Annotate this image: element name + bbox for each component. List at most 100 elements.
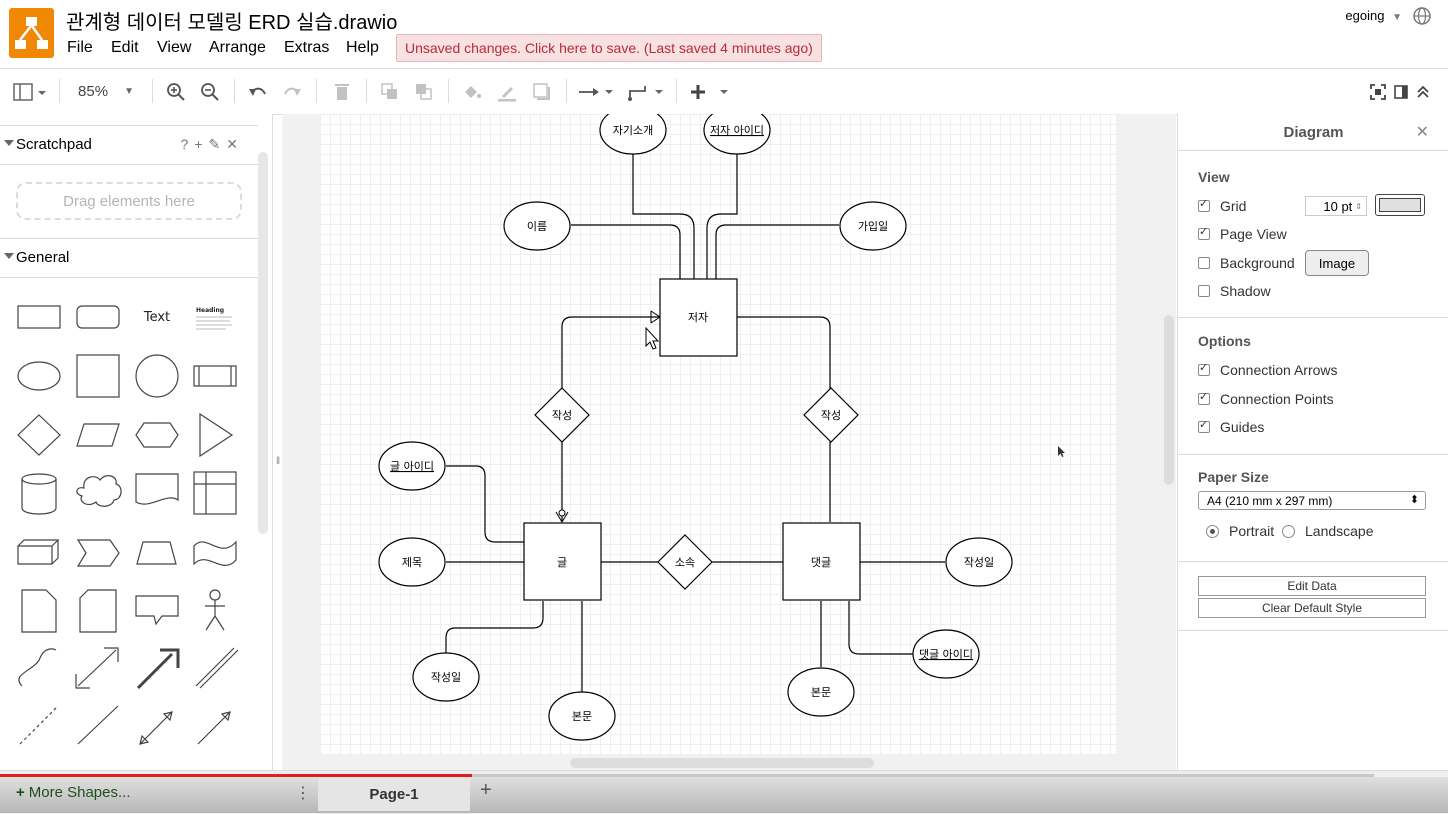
link-shape [195, 647, 239, 689]
to-front-button[interactable] [376, 69, 404, 114]
connection-style-button[interactable] [576, 69, 616, 114]
diagram-canvas[interactable]: 저자 글 댓글 작성 작성 소속 자기소개 저자 아이디 이름 가입일 글 아이… [282, 114, 1176, 770]
add-icon[interactable]: + [194, 136, 209, 152]
grid-option[interactable]: Grid [1198, 197, 1246, 214]
delete-button[interactable] [328, 69, 356, 114]
to-back-button[interactable] [410, 69, 438, 114]
waypoints-button[interactable] [626, 69, 666, 114]
paper-size-select[interactable]: A4 (210 mm x 297 mm) ⬍ [1198, 491, 1426, 510]
connection-arrows-checkbox[interactable] [1198, 361, 1210, 376]
video-progress-bar [0, 774, 472, 777]
tab-page-1[interactable]: Page-1 [318, 777, 470, 811]
general-header[interactable]: General [0, 238, 258, 278]
attribute-author-id-label: 저자 아이디 [710, 124, 764, 137]
format-toggle-button[interactable] [1390, 69, 1412, 114]
redo-button[interactable] [278, 69, 306, 114]
shapes-scrollbar[interactable] [258, 152, 268, 534]
connection-points-checkbox[interactable] [1198, 390, 1210, 405]
menu-file[interactable]: File [67, 39, 93, 56]
menu-edit[interactable]: Edit [111, 39, 139, 56]
edit-data-button[interactable]: Edit Data [1198, 576, 1426, 596]
view-heading: View [1198, 169, 1230, 185]
fullscreen-button[interactable] [1366, 69, 1390, 114]
collapse-button[interactable] [1412, 69, 1434, 114]
landscape-radio[interactable] [1282, 524, 1295, 538]
connection-points-option[interactable]: Connection Points [1198, 390, 1334, 407]
edit-icon[interactable]: ✎ [208, 136, 227, 152]
crows-foot-one-many-icon [650, 310, 661, 324]
close-icon[interactable]: ✕ [226, 136, 244, 152]
stepper-icon[interactable]: ⇕ [1355, 201, 1362, 211]
entity-author-label: 저자 [688, 311, 708, 324]
process-shape [193, 365, 237, 387]
grid-size-input[interactable]: 10 pt⇕ [1305, 196, 1367, 216]
shadow-button[interactable] [528, 69, 556, 114]
page-menu-icon[interactable]: ⋮ [295, 785, 311, 802]
zoom-in-button[interactable] [162, 69, 190, 114]
shadow-checkbox[interactable] [1198, 285, 1210, 297]
fill-color-button[interactable] [458, 69, 486, 114]
user-menu[interactable]: egoing ▼ [1345, 8, 1402, 23]
edge-name-author [571, 224, 681, 279]
attribute-joined-label: 가입일 [858, 219, 888, 233]
close-icon[interactable]: ✕ [1415, 124, 1429, 141]
guides-checkbox[interactable] [1198, 418, 1210, 433]
zoom-out-button[interactable] [196, 69, 224, 114]
menu-help[interactable]: Help [346, 39, 379, 56]
general-shapes-grid[interactable]: Text Heading [0, 288, 258, 768]
document-title[interactable]: 관계형 데이터 모델링 ERD 실습.drawio [66, 12, 398, 34]
menu-view[interactable]: View [157, 39, 192, 56]
portrait-radio[interactable] [1206, 524, 1219, 538]
format-panel-title: Diagram [1283, 124, 1344, 141]
plus-icon [691, 84, 728, 99]
globe-icon[interactable] [1412, 6, 1432, 31]
header: 관계형 데이터 모델링 ERD 실습.drawio File Edit View… [0, 0, 1448, 68]
scratchpad-header[interactable]: Scratchpad ?+✎✕ [0, 125, 258, 165]
canvas-horizontal-scrollbar[interactable] [570, 758, 874, 768]
relationship-belongs-label: 소속 [675, 556, 695, 569]
page-view-option[interactable]: Page View [1198, 225, 1287, 242]
video-overlay-shade [0, 777, 1448, 813]
grid-color-button[interactable] [1375, 194, 1425, 216]
attribute-title [378, 537, 446, 587]
image-button[interactable]: Image [1305, 250, 1369, 276]
attribute-comment-id [912, 629, 980, 679]
menu-extras[interactable]: Extras [284, 39, 330, 56]
background-checkbox[interactable] [1198, 257, 1210, 269]
splitter-handle-icon[interactable]: ‖ [276, 456, 281, 467]
unsaved-changes-banner[interactable]: Unsaved changes. Click here to save. (La… [396, 34, 822, 62]
trapezoid-shape [136, 541, 177, 565]
add-page-icon[interactable]: + [480, 779, 492, 801]
crows-foot-zero-many-icon [555, 511, 569, 523]
background-option[interactable]: Background [1198, 255, 1295, 271]
portrait-option[interactable]: Portrait [1206, 523, 1274, 539]
scratchpad-drop-zone[interactable]: Drag elements here [16, 182, 242, 220]
attribute-comment-date [945, 537, 1013, 587]
canvas-vertical-scrollbar[interactable] [1164, 315, 1174, 485]
insert-button[interactable] [688, 69, 732, 114]
undo-button[interactable] [244, 69, 272, 114]
actor-shape [205, 589, 225, 631]
entity-post-label: 글 [557, 556, 567, 569]
grid-checkbox[interactable] [1198, 197, 1210, 212]
connection-arrows-option[interactable]: Connection Arrows [1198, 361, 1338, 378]
erd-diagram[interactable]: 저자 글 댓글 작성 작성 소속 자기소개 저자 아이디 이름 가입일 글 아이… [282, 114, 1176, 770]
menu-arrange[interactable]: Arrange [209, 39, 266, 56]
guides-option[interactable]: Guides [1198, 418, 1264, 435]
pencil-icon [498, 86, 516, 101]
line-shape [77, 705, 119, 745]
attribute-comment-id-label: 댓글 아이디 [919, 648, 973, 661]
more-shapes-button[interactable]: +More Shapes... [16, 784, 131, 801]
help-icon[interactable]: ? [180, 136, 195, 152]
general-title: General [16, 249, 70, 266]
ellipse-shape [17, 361, 61, 391]
shadow-option[interactable]: Shadow [1198, 283, 1271, 299]
parallelogram-shape [76, 423, 120, 447]
landscape-option[interactable]: Landscape [1282, 523, 1374, 539]
format-panel-toggle[interactable] [8, 69, 50, 114]
zoom-select[interactable]: 85% ▼ [70, 69, 142, 114]
line-color-button[interactable] [493, 69, 521, 114]
clear-default-style-button[interactable]: Clear Default Style [1198, 598, 1426, 618]
page-view-checkbox[interactable] [1198, 225, 1210, 240]
fullscreen-icon [1370, 83, 1386, 100]
